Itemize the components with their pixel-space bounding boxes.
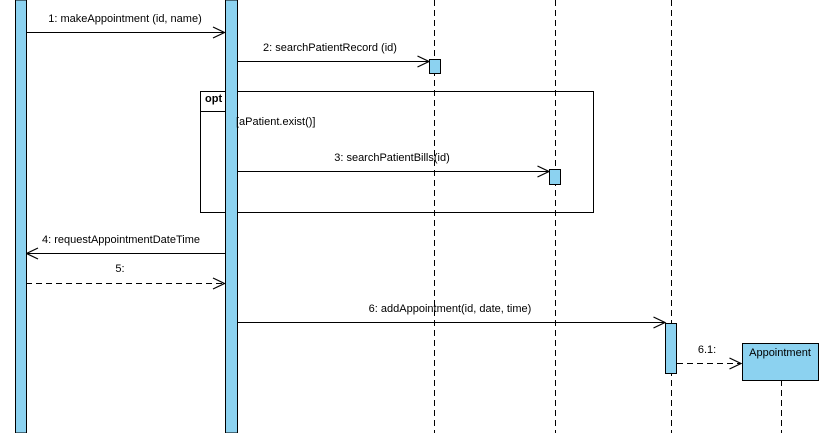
message-4[interactable] [25, 247, 226, 260]
message-6[interactable] [237, 316, 667, 329]
opt-fragment-border[interactable] [200, 91, 594, 213]
activation-search-record[interactable] [429, 59, 441, 74]
message-3[interactable] [237, 165, 551, 178]
activation-add-appointment[interactable] [665, 323, 677, 374]
opt-fragment-operator-label[interactable]: opt [205, 93, 223, 105]
opt-fragment-guard-label[interactable]: [aPatient.exist()] [236, 116, 316, 128]
message-2-label[interactable]: 2: searchPatientRecord (id) [263, 42, 397, 54]
message-1-label[interactable]: 1: makeAppointment (id, name) [48, 13, 202, 25]
appointment-object-box[interactable] [742, 343, 819, 381]
activation-search-bills[interactable] [549, 169, 561, 185]
message-5-label[interactable]: 5: [115, 263, 125, 275]
message-1[interactable] [26, 26, 226, 39]
message-6-label[interactable]: 6: addAppointment(id, date, time) [368, 303, 532, 315]
message-3-label[interactable]: 3: searchPatientBills(id) [334, 152, 450, 164]
message-4-label[interactable]: 4: requestAppointmentDateTime [42, 234, 200, 246]
message-6-1-label[interactable]: 6.1: [697, 344, 717, 356]
activation-controller[interactable] [225, 0, 238, 433]
message-5[interactable] [26, 277, 226, 290]
activation-caller[interactable] [15, 0, 27, 433]
message-6-1[interactable] [677, 357, 743, 370]
appointment-object-label[interactable]: Appointment [749, 347, 811, 359]
message-2[interactable] [237, 55, 431, 68]
